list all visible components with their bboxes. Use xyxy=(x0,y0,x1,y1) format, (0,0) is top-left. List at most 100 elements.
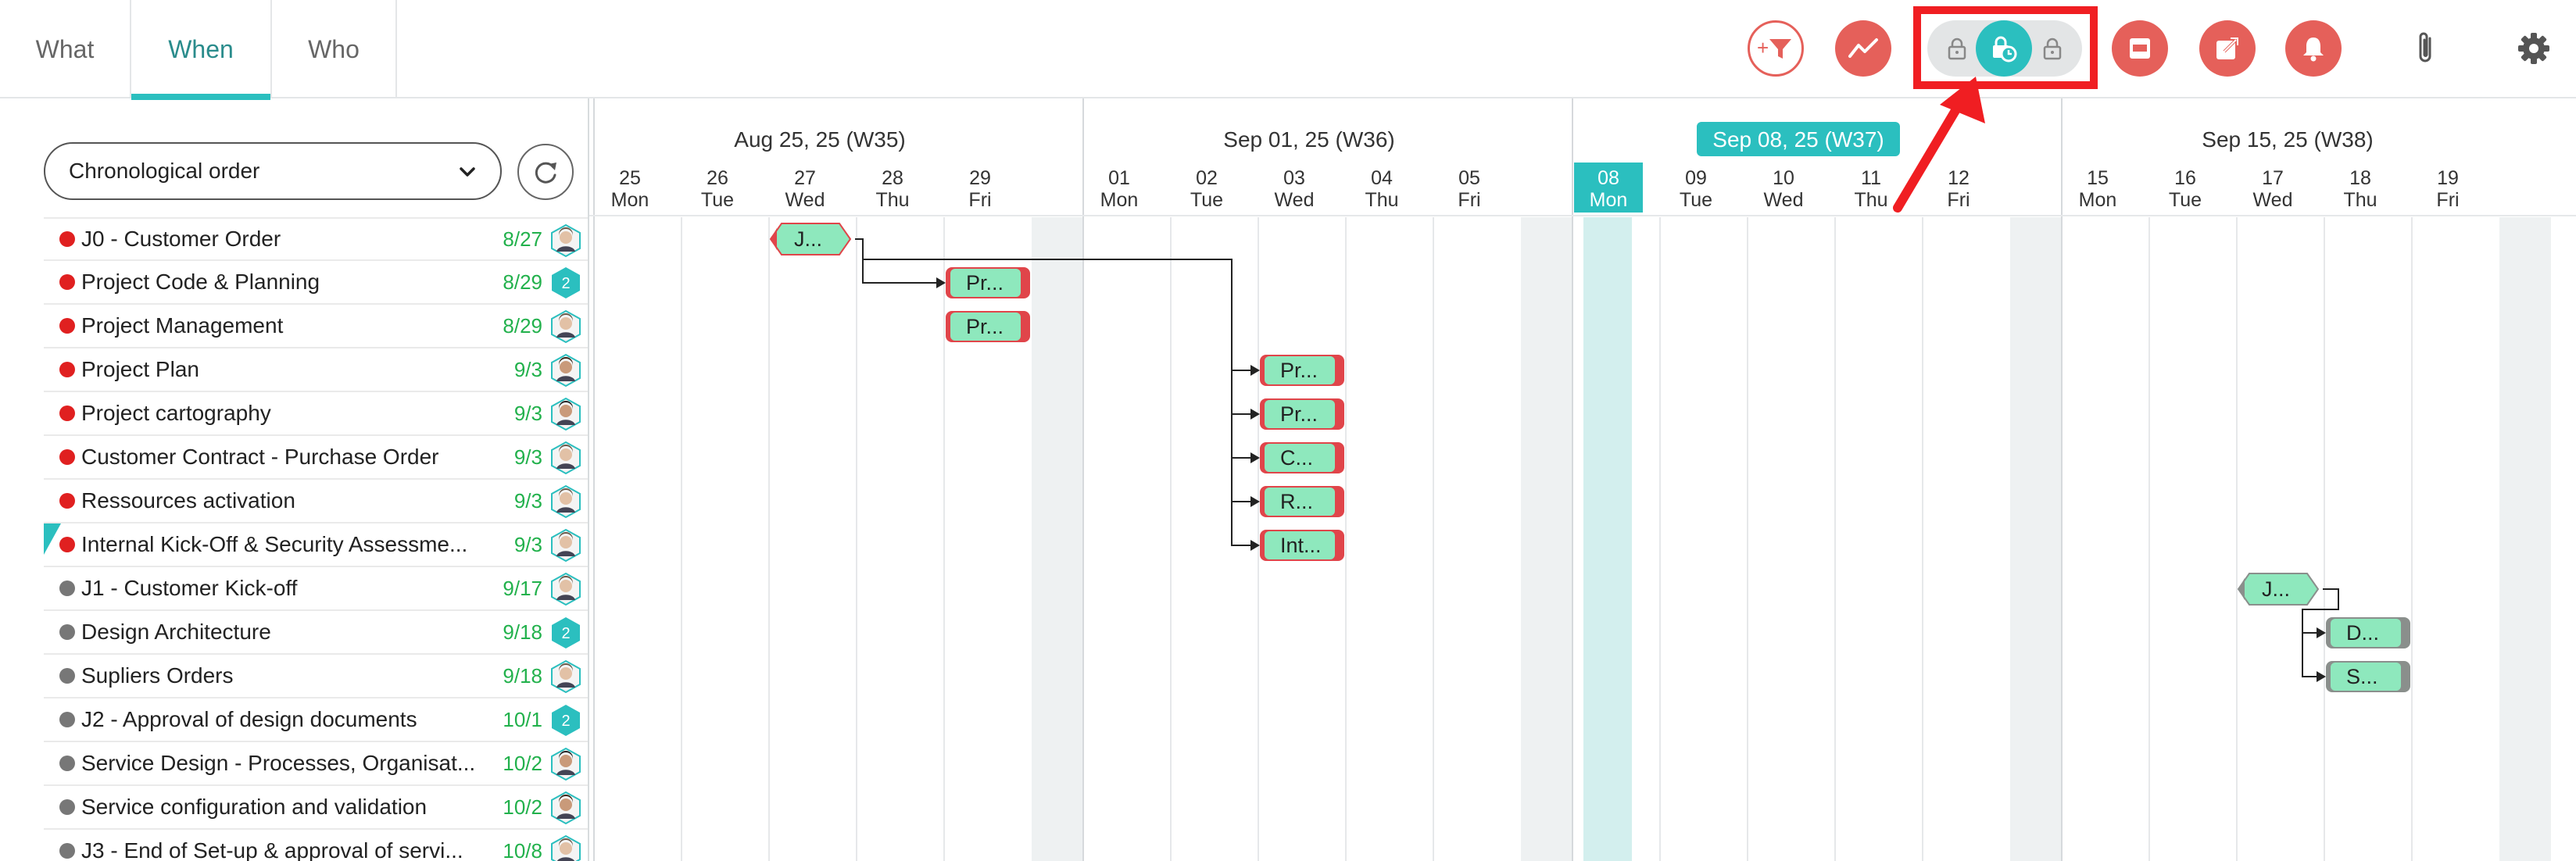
lock-right-option[interactable] xyxy=(2038,34,2066,63)
weekend-shade xyxy=(2010,217,2062,861)
dependency-line xyxy=(855,238,1252,371)
tab-who[interactable]: Who xyxy=(308,34,360,63)
status-dot xyxy=(59,493,75,509)
lock-clock-option[interactable] xyxy=(1976,20,2032,77)
status-dot xyxy=(59,668,75,684)
day-number: 26 xyxy=(707,167,728,189)
tab-what[interactable]: What xyxy=(35,34,95,63)
day-name: Thu xyxy=(2343,189,2377,211)
assignee-avatar[interactable] xyxy=(549,353,583,388)
assignee-avatar[interactable] xyxy=(549,309,583,344)
add-filter-icon: + xyxy=(1757,36,1791,59)
week-label: Aug 25, 25 (W35) xyxy=(734,127,905,152)
task-row[interactable]: Internal Kick-Off & Security Assessme...… xyxy=(44,523,588,567)
pdf-export-icon xyxy=(2130,38,2150,59)
task-name: Project Code & Planning xyxy=(81,270,320,294)
task-bar[interactable]: Pr... xyxy=(1260,355,1344,386)
day-name: Tue xyxy=(701,189,734,211)
sort-order-select[interactable]: Chronological order xyxy=(44,142,502,200)
status-dot xyxy=(59,581,75,596)
dependency-arrowhead xyxy=(2317,671,2326,682)
weekend-shade xyxy=(1032,217,1083,861)
lock-mode-toggle[interactable] xyxy=(1927,20,2082,77)
comment-flag-icon[interactable] xyxy=(44,523,61,555)
assignee-count-badge[interactable]: 2 xyxy=(549,703,583,738)
day-number: 19 xyxy=(2437,167,2459,189)
status-dot xyxy=(59,231,75,247)
trend-chart-button[interactable] xyxy=(1835,20,1891,77)
assignee-avatar[interactable] xyxy=(549,834,583,861)
day-name: Mon xyxy=(2079,189,2117,211)
week-label: Sep 15, 25 (W38) xyxy=(2202,127,2373,152)
assignee-avatar[interactable] xyxy=(549,572,583,606)
assignee-avatar[interactable] xyxy=(549,397,583,431)
milestone-bar[interactable]: J... xyxy=(769,223,852,255)
tab-divider xyxy=(270,0,272,98)
task-due-date: 8/29 xyxy=(503,313,542,338)
assignee-avatar[interactable] xyxy=(549,791,583,825)
current-week-badge xyxy=(1697,122,1900,156)
milestone-bar[interactable]: J... xyxy=(2237,573,2320,606)
task-due-date: 9/18 xyxy=(503,620,542,644)
day-number: 17 xyxy=(2262,167,2284,189)
day-number: 10 xyxy=(1773,167,1794,189)
assignee-avatar[interactable] xyxy=(549,747,583,781)
assignee-avatar[interactable] xyxy=(549,659,583,694)
task-bar[interactable]: Pr... xyxy=(946,267,1030,298)
assignee-avatar[interactable] xyxy=(549,484,583,519)
assignee-avatar[interactable] xyxy=(549,528,583,563)
task-name: Service configuration and validation xyxy=(81,795,428,819)
assignee-count-badge[interactable]: 2 xyxy=(549,266,583,300)
pdf-export-button[interactable] xyxy=(2112,20,2168,77)
assignee-avatar[interactable] xyxy=(549,441,583,475)
day-number: 04 xyxy=(1371,167,1393,189)
day-number: 27 xyxy=(794,167,816,189)
assignee-count-badge[interactable]: 2 xyxy=(549,616,583,650)
add-filter-button[interactable]: + xyxy=(1748,20,1804,77)
week-label: Sep 08, 25 (W37) xyxy=(1712,127,1884,152)
assignee-avatar[interactable] xyxy=(549,223,583,258)
task-name: Project cartography xyxy=(81,401,271,425)
task-row[interactable]: Project Code & Planning 8/29 2 xyxy=(44,261,588,305)
dependency-line xyxy=(855,238,1252,459)
tab-when[interactable]: When xyxy=(131,0,270,100)
dependency-line xyxy=(855,238,938,284)
task-bar[interactable]: Pr... xyxy=(946,311,1030,342)
task-row[interactable]: Service Design - Processes, Organisat...… xyxy=(44,742,588,786)
status-dot xyxy=(59,756,75,771)
task-bar[interactable]: D... xyxy=(2326,617,2410,648)
lock-left-option[interactable] xyxy=(1943,34,1971,63)
status-dot xyxy=(59,362,75,377)
task-bar[interactable]: R... xyxy=(1260,486,1344,517)
refresh-button[interactable] xyxy=(517,144,574,200)
task-bar[interactable]: Int... xyxy=(1260,530,1344,561)
bar-label: C... xyxy=(1280,446,1313,470)
task-due-date: 9/3 xyxy=(513,532,542,556)
assignee-count: 2 xyxy=(561,275,570,292)
settings-button[interactable] xyxy=(2506,20,2562,77)
day-name: Fri xyxy=(968,189,991,211)
task-bar[interactable]: C... xyxy=(1260,442,1344,473)
notifications-button[interactable] xyxy=(2285,20,2342,77)
share-export-button[interactable] xyxy=(2199,20,2256,77)
task-due-date: 8/29 xyxy=(503,270,542,294)
dependency-line xyxy=(855,238,1252,502)
attachments-button[interactable] xyxy=(2398,20,2454,77)
status-dot xyxy=(59,624,75,640)
task-row[interactable]: J3 - End of Set-up & approval of servi..… xyxy=(44,830,588,861)
task-bar[interactable]: S... xyxy=(2326,661,2410,692)
task-name: J2 - Approval of design documents xyxy=(81,707,417,731)
task-bar[interactable]: Pr... xyxy=(1260,398,1344,430)
day-name: Fri xyxy=(1458,189,1480,211)
